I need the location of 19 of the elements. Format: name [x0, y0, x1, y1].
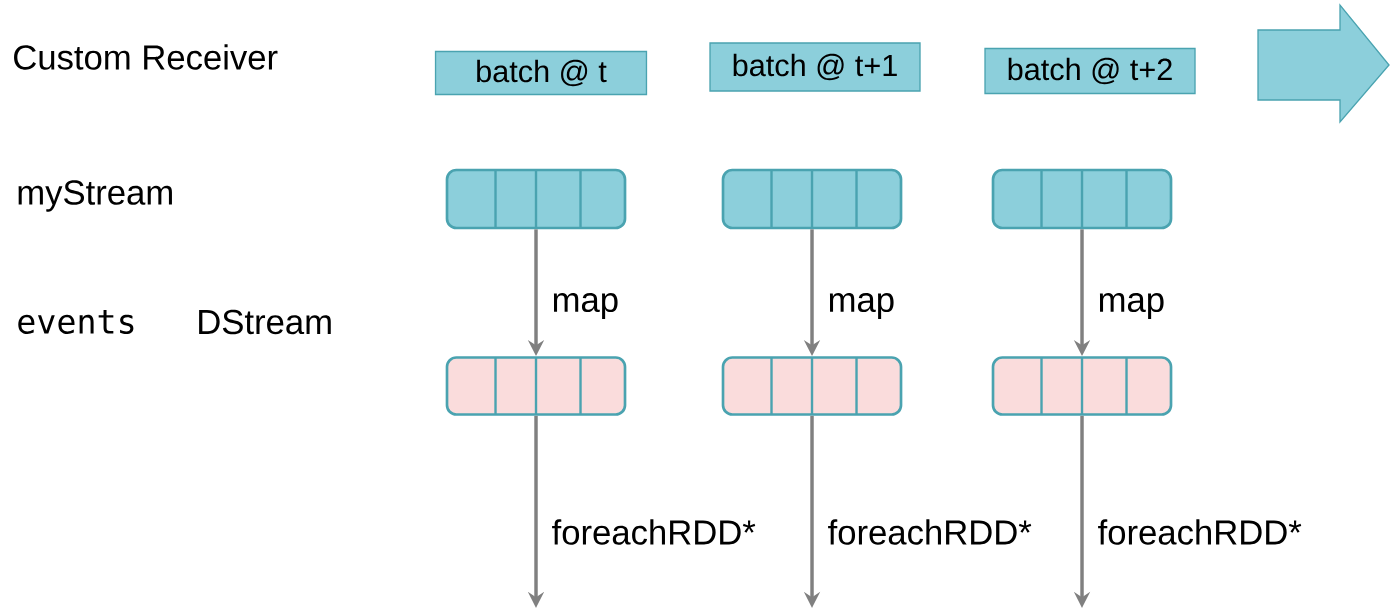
partition-box [721, 168, 903, 230]
partition-box [445, 168, 627, 230]
edge-label: map [550, 291, 621, 321]
edge-label: foreachRDD* [826, 517, 1034, 547]
partition-box [991, 168, 1173, 230]
edge-label: foreachRDD* [550, 517, 758, 547]
row-label: Custom Receiver [14, 44, 278, 70]
row-label: myStream [18, 180, 172, 212]
partition-box [991, 356, 1173, 416]
row-label: events [18, 310, 134, 334]
partition-box [445, 356, 627, 416]
edge-label: map [1096, 291, 1167, 321]
batch-box: batch @ t [434, 50, 648, 96]
row-label: DStream [199, 309, 331, 335]
edge-label: map [826, 291, 897, 321]
edge-label: foreachRDD* [1096, 517, 1304, 547]
partition-box [721, 356, 903, 416]
batch-box: batch @ t+2 [984, 47, 1196, 95]
batch-box: batch @ t+1 [709, 42, 921, 92]
